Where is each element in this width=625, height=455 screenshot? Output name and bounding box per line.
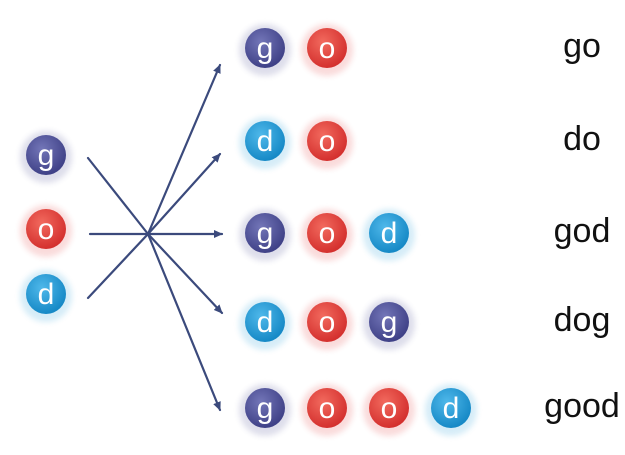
letter-text: g — [257, 392, 274, 425]
letter-ball — [307, 388, 347, 428]
letter-ball — [431, 388, 471, 428]
letter-ball — [307, 121, 347, 161]
row-letter-o: o — [301, 298, 353, 350]
arrow-to-row-1 — [146, 63, 222, 236]
row-letter-o: o — [301, 209, 353, 261]
row-letter-d: d — [239, 117, 291, 169]
row-letter-o: o — [301, 384, 353, 436]
row-letter-g: g — [239, 384, 291, 436]
letter-ball — [369, 213, 409, 253]
letter-text: d — [443, 392, 460, 425]
letter-ball — [26, 274, 66, 314]
letter-ball — [369, 388, 409, 428]
row-letter-d: d — [363, 209, 415, 261]
arrow-to-row-4 — [146, 232, 224, 315]
word-label: good — [544, 387, 620, 425]
letter-text: g — [38, 139, 55, 172]
row-letter-d: d — [425, 384, 477, 436]
letter-text: o — [38, 213, 55, 246]
arrow-to-row-2 — [146, 152, 222, 236]
letter-ball — [26, 209, 66, 249]
letter-text: o — [319, 306, 336, 339]
letter-text: d — [38, 278, 55, 311]
letter-ball — [369, 302, 409, 342]
arrow-to-row-5 — [146, 232, 222, 412]
word-label: go — [563, 27, 601, 65]
row-letter-o: o — [363, 384, 415, 436]
letter-text: o — [381, 392, 398, 425]
letter-text: g — [381, 306, 398, 339]
letter-text: d — [257, 306, 274, 339]
letter-ball — [307, 302, 347, 342]
word-label: do — [563, 120, 601, 158]
row-letter-o: o — [301, 117, 353, 169]
row-letter-g: g — [363, 298, 415, 350]
word-label: god — [553, 212, 611, 250]
source-line-3 — [86, 232, 150, 300]
source-letter-o: o — [20, 205, 72, 257]
row-letter-g: g — [239, 209, 291, 261]
row-letter-d: d — [239, 298, 291, 350]
row-letter-g: g — [239, 24, 291, 76]
letter-text: o — [319, 392, 336, 425]
letter-text: g — [257, 217, 274, 250]
letter-ball — [307, 213, 347, 253]
letter-text: o — [319, 217, 336, 250]
source-line-1 — [86, 156, 150, 236]
letter-ball — [307, 28, 347, 68]
letter-ball — [26, 135, 66, 175]
letter-text: g — [257, 32, 274, 65]
source-letters: g od — [20, 131, 72, 322]
word-label: dog — [553, 301, 611, 339]
letter-text: o — [319, 125, 336, 158]
letter-ball — [245, 302, 285, 342]
letter-text: o — [319, 32, 336, 65]
source-letter-d: d — [20, 270, 72, 322]
letter-text: d — [257, 125, 274, 158]
arrows-layer — [86, 63, 224, 412]
letter-ball — [245, 28, 285, 68]
letter-ball — [245, 388, 285, 428]
letter-text: d — [381, 217, 398, 250]
source-letter-g: g — [20, 131, 72, 183]
letter-ball — [245, 213, 285, 253]
letter-ball — [245, 121, 285, 161]
row-letter-o: o — [301, 24, 353, 76]
